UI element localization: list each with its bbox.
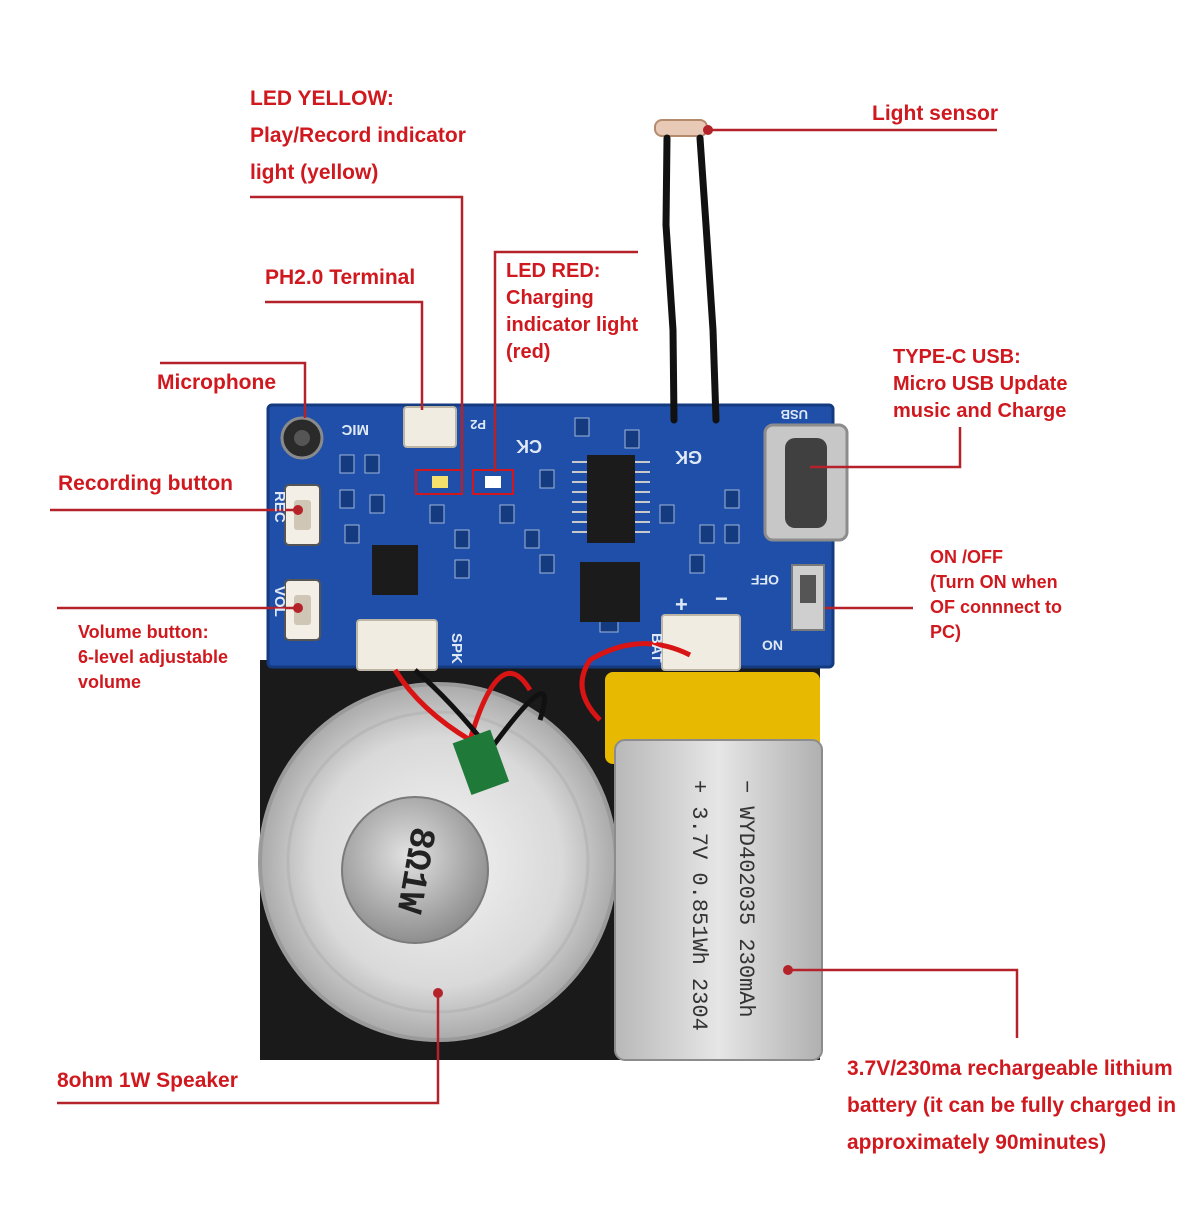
battery-marking-2: + 3.7V 0.851Wh 2304 <box>686 780 711 1031</box>
silk-on: ON <box>762 637 783 653</box>
sensor-wire-1 <box>662 134 678 424</box>
leader-lines <box>50 128 1019 1105</box>
leader-ph20 <box>265 300 424 410</box>
battery-cell <box>614 739 823 1061</box>
chip-u1 <box>580 562 640 622</box>
silk-spk: SPK <box>448 633 465 664</box>
label-ph20-terminal: PH2.0 Terminal <box>265 266 416 289</box>
silk-bat: BAT <box>648 633 665 663</box>
label-led-yellow: LED YELLOW: Play/Record indicator light … <box>250 87 466 184</box>
label-recording-button: Recording button <box>58 472 233 495</box>
silk-off: OFF <box>751 572 779 588</box>
dot-light-sensor <box>703 125 713 135</box>
label-volume-button: Volume button: 6-level adjustable volume <box>78 622 229 692</box>
dot-volume <box>293 603 303 613</box>
chip-u2 <box>587 455 635 543</box>
leader-speaker <box>57 993 440 1105</box>
ph20-terminal <box>403 406 457 448</box>
silk-vol: VOL <box>271 586 288 617</box>
silk-plus: + <box>675 592 688 617</box>
leader-led-yellow <box>250 195 464 472</box>
led-yellow-marker <box>415 469 463 495</box>
leader-led-red <box>493 250 638 472</box>
label-microphone: Microphone <box>157 371 276 394</box>
silk-mic: MIC <box>341 421 369 438</box>
chip-u3 <box>372 545 418 595</box>
pcb-components <box>339 417 740 633</box>
led-red-marker <box>472 469 514 495</box>
silk-minus: − <box>715 586 728 611</box>
silk-rec: REC <box>271 491 288 523</box>
battery-wire-red <box>579 641 692 722</box>
light-sensor <box>654 119 708 137</box>
dot-battery <box>783 965 793 975</box>
silk-usb: USB <box>781 407 808 422</box>
dot-recording <box>293 505 303 515</box>
label-speaker: 8ohm 1W Speaker <box>57 1069 238 1092</box>
label-on-off: ON /OFF (Turn ON when OF connnect to PC) <box>930 547 1062 642</box>
sensor-wire-2 <box>696 134 720 424</box>
label-type-c-usb: TYPE-C USB: Micro USB Update music and C… <box>893 346 1068 422</box>
label-led-red: LED RED: Charging indicator light (red) <box>506 260 639 363</box>
silk-ck: CK <box>516 436 542 456</box>
speaker-magnet <box>341 796 489 944</box>
silk-p2: P2 <box>470 417 486 432</box>
battery-marking-1: − WYD402035 230mAh <box>733 780 758 1018</box>
spk-connector <box>356 619 438 671</box>
leader-type-c <box>810 427 962 469</box>
bat-connector <box>661 614 741 671</box>
leader-battery <box>788 968 1019 1038</box>
silk-gk: GK <box>675 447 702 467</box>
label-light-sensor: Light sensor <box>872 102 999 125</box>
dot-speaker <box>433 988 443 998</box>
leader-microphone <box>160 361 307 418</box>
label-battery: 3.7V/230ma rechargeable lithium battery … <box>847 1057 1177 1154</box>
